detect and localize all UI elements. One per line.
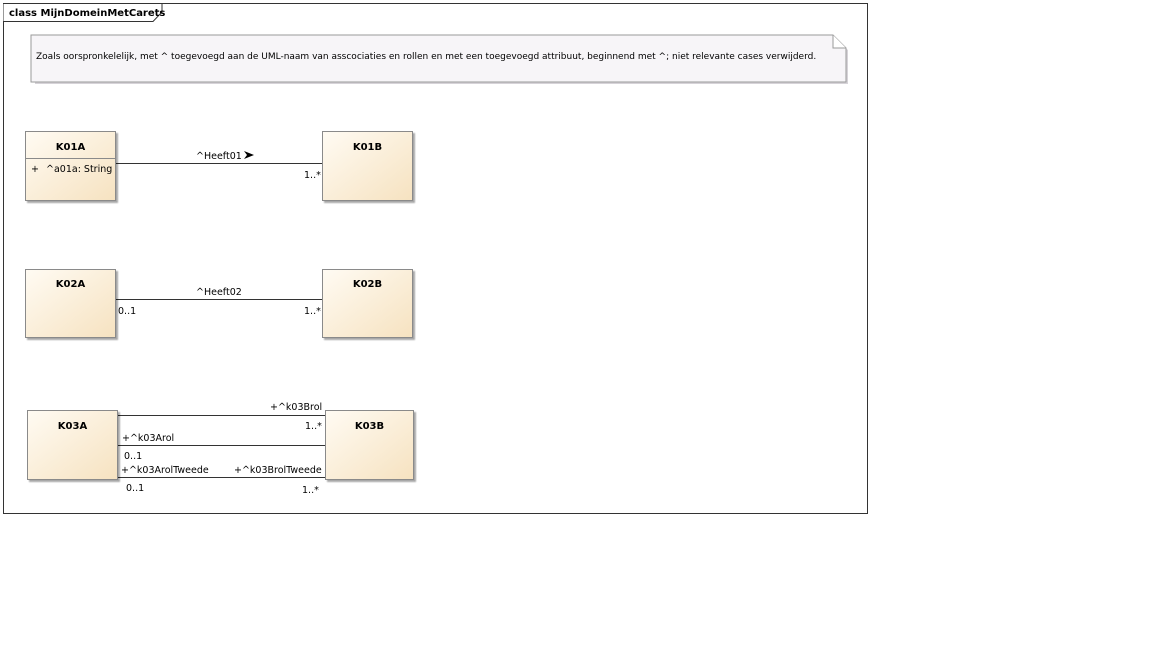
direction-arrow-icon bbox=[244, 151, 254, 159]
frame-title: class MijnDomeinMetCarets bbox=[9, 8, 165, 19]
diagram-frame: class MijnDomeinMetCarets bbox=[3, 3, 868, 514]
class-k03b[interactable] bbox=[325, 410, 414, 480]
class-k03a-name: K03A bbox=[58, 421, 88, 432]
role-k03aroltweede: +^k03ArolTweede bbox=[121, 465, 209, 476]
note-text: Zoals oorspronkelelijk, met ^ toegevoegd… bbox=[36, 52, 816, 62]
class-k01a-attribute: ^a01a: String bbox=[46, 164, 112, 175]
class-k02b-name: K02B bbox=[353, 279, 382, 290]
association-heeft02-name: ^Heeft02 bbox=[196, 287, 242, 298]
role-k03aroltweede-multiplicity: 0..1 bbox=[126, 483, 144, 494]
association-heeft01-target-multiplicity: 1..* bbox=[304, 170, 321, 181]
class-k01b[interactable] bbox=[322, 131, 413, 201]
role-k03broltweede-multiplicity: 1..* bbox=[302, 485, 319, 496]
association-heeft02-source-multiplicity: 0..1 bbox=[118, 306, 136, 317]
role-k03arol-multiplicity: 0..1 bbox=[124, 451, 142, 462]
class-k02a-name: K02A bbox=[56, 279, 86, 290]
class-k01b-name: K01B bbox=[353, 142, 382, 153]
note[interactable]: Zoals oorspronkelelijk, met ^ toegevoegd… bbox=[30, 34, 848, 84]
class-k01a-name: K01A bbox=[56, 142, 86, 153]
role-k03arol: +^k03Arol bbox=[122, 433, 174, 444]
association-heeft01-name: ^Heeft01 bbox=[196, 151, 242, 162]
role-k03brol: +^k03Brol bbox=[270, 402, 322, 413]
associations bbox=[116, 163, 325, 478]
role-k03broltweede: +^k03BrolTweede bbox=[234, 465, 322, 476]
class-k03b-name: K03B bbox=[355, 421, 384, 432]
class-k03a[interactable] bbox=[27, 410, 118, 480]
class-k01a-attribute-visibility: + bbox=[31, 164, 39, 175]
class-k01a[interactable] bbox=[25, 131, 116, 201]
association-heeft02-target-multiplicity: 1..* bbox=[304, 306, 321, 317]
class-k02b[interactable] bbox=[322, 269, 413, 338]
role-k03brol-multiplicity: 1..* bbox=[305, 421, 322, 432]
class-k02a[interactable] bbox=[25, 269, 116, 338]
